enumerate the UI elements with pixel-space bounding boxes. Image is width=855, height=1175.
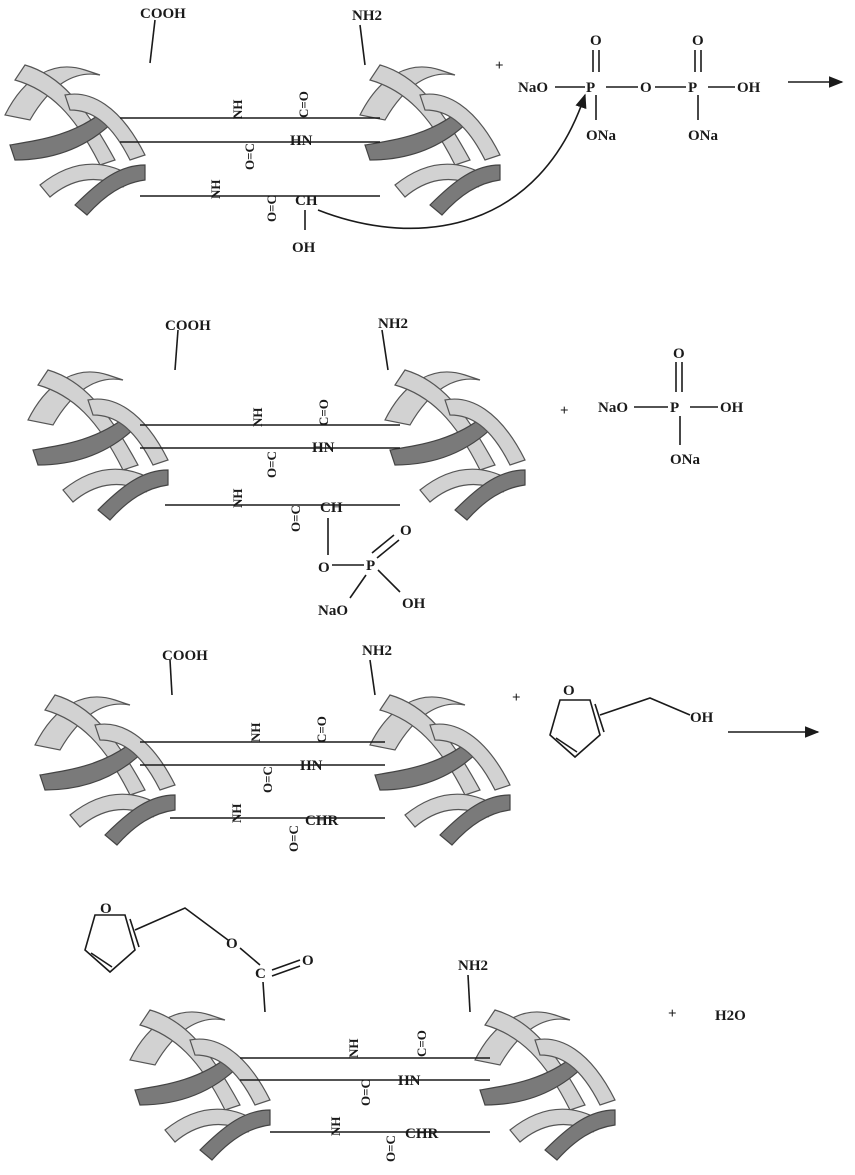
o-ester-p: O [318, 560, 330, 576]
c-carbonyl: C [255, 966, 266, 982]
hn-label-3: HN [300, 758, 323, 774]
oc-vertical-2: O=C [264, 451, 279, 478]
o-furan-2: O [100, 901, 112, 917]
p-label-4: P [670, 400, 679, 416]
cooh-label: COOH [140, 6, 186, 22]
attack-arrow [317, 93, 587, 230]
chr-label-3: CHR [305, 813, 339, 829]
hn-label-2: HN [312, 440, 335, 456]
plus-2: + [560, 403, 569, 419]
ona-label-2: ONa [688, 128, 719, 144]
p-label-1: P [586, 80, 595, 96]
p-label-3: P [366, 558, 375, 574]
oc-lower-4: O=C [383, 1135, 398, 1162]
oc-vertical-3: O=C [260, 766, 275, 793]
nao-label-4: NaO [598, 400, 628, 416]
nh2-label-4: NH2 [458, 958, 488, 974]
cooh-label-2: COOH [165, 318, 211, 334]
protein-row-2: COOH NH2 NH C=O O=C HN NH O=C CH O P O O… [27, 316, 526, 619]
nh-lower-2: NH [230, 489, 245, 509]
nh-vertical-3: NH [248, 723, 263, 743]
plus-1: + [495, 58, 504, 74]
hn-label-1: HN [290, 133, 313, 149]
oc-lower-2: O=C [288, 505, 303, 532]
furfuryl-alcohol: O OH [549, 683, 714, 759]
oh-label-pp: OH [737, 80, 761, 96]
cooh-label-3: COOH [162, 648, 208, 664]
protein-row-3: COOH NH2 NH C=O O=C HN NH O=C CHR [34, 643, 511, 852]
o-double-4: O [673, 346, 685, 362]
nao-label-3: NaO [318, 603, 348, 619]
oh-label-4: OH [720, 400, 744, 416]
ona-label-1: ONa [586, 128, 617, 144]
plus-3: + [512, 690, 521, 706]
oc-lower-1: O=C [264, 195, 279, 222]
phosphate-byproduct: NaO P O ONa OH [598, 346, 744, 468]
chr-label-4: CHR [405, 1126, 439, 1142]
co-vertical-1: C=O [296, 91, 311, 118]
oh-label-3: OH [402, 596, 426, 612]
oc-lower-3: O=C [286, 825, 301, 852]
ch-label-1: CH [295, 193, 318, 209]
co-vertical-4: C=O [414, 1030, 429, 1057]
o-bridge: O [640, 80, 652, 96]
ona-label-4: ONa [670, 452, 701, 468]
plus-4: + [668, 1006, 677, 1022]
nh-lower-4: NH [328, 1117, 343, 1137]
nh-vertical-1: NH [230, 100, 245, 120]
protein-row-1: COOH NH2 NH C=O O=C HN NH O=C CH OH [4, 6, 501, 256]
p-label-2: P [688, 80, 697, 96]
nh-lower-1: NH [208, 180, 223, 200]
nh-lower-3: NH [229, 804, 244, 824]
hn-label-4: HN [398, 1073, 421, 1089]
nh2-label: NH2 [352, 8, 382, 24]
o-double-3: O [400, 523, 412, 539]
nh-vertical-4: NH [346, 1039, 361, 1059]
o-ester: O [226, 936, 238, 952]
o-furan-1: O [563, 683, 575, 699]
oh-furfuryl: OH [690, 710, 714, 726]
ch-label-2: CH [320, 500, 343, 516]
o-double-2: O [692, 33, 704, 49]
oc-vertical-4: O=C [358, 1079, 373, 1106]
nh-vertical-2: NH [250, 408, 265, 428]
nh2-label-2: NH2 [378, 316, 408, 332]
nao-label-1: NaO [518, 80, 548, 96]
water-label: H2O [715, 1008, 746, 1024]
o-double-1: O [590, 33, 602, 49]
oc-vertical-1: O=C [242, 143, 257, 170]
oh-label-1: OH [292, 240, 316, 256]
furfuryl-ester-product: O O C O [84, 901, 314, 1013]
nh2-label-3: NH2 [362, 643, 392, 659]
pyrophosphate: NaO P O ONa O P O ONa OH [518, 33, 761, 144]
co-vertical-2: C=O [316, 399, 331, 426]
co-vertical-3: C=O [314, 716, 329, 743]
o-carbonyl: O [302, 953, 314, 969]
protein-row-4: NH2 NH C=O O=C HN NH O=C CHR [129, 958, 616, 1162]
